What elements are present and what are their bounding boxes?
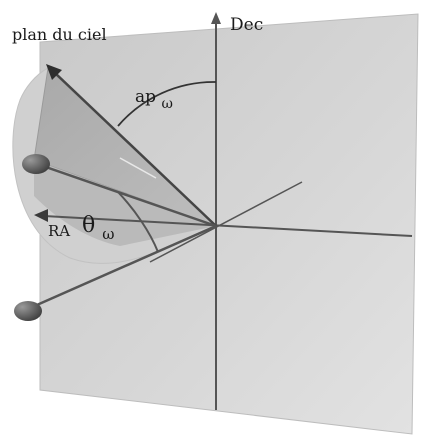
theta-angle-symbol: θ: [82, 213, 95, 238]
lower-vector: [29, 224, 217, 310]
cone-lower-surface: [34, 160, 216, 246]
theta-angle-label: θ ω: [82, 213, 114, 243]
depth-axis: [149, 181, 303, 263]
middle-vector: [39, 163, 217, 228]
ap-direction-arrowhead: [46, 64, 62, 80]
ap-direction-arrow: [53, 71, 217, 227]
cone-hint-line: [119, 157, 157, 179]
ap-angle-arc: [117, 81, 217, 127]
theta-angle-subscript: ω: [102, 225, 114, 243]
ap-angle-label: ap ω: [135, 87, 173, 112]
ap-angle-symbol: ap: [135, 87, 156, 107]
lower-vector-cone-tip: [14, 301, 42, 321]
horizontal-axis: [43, 215, 413, 237]
ap-angle-subscript: ω: [161, 96, 172, 112]
dec-axis-arrowhead: [211, 12, 221, 24]
middle-vector-cone-tip: [22, 154, 50, 174]
ra-axis-arrowhead: [34, 209, 48, 222]
dec-axis-label: Dec: [230, 15, 263, 35]
ra-axis-label: RA: [48, 222, 70, 240]
plane-label: plan du ciel: [12, 25, 107, 44]
sky-plane: [39, 13, 419, 435]
